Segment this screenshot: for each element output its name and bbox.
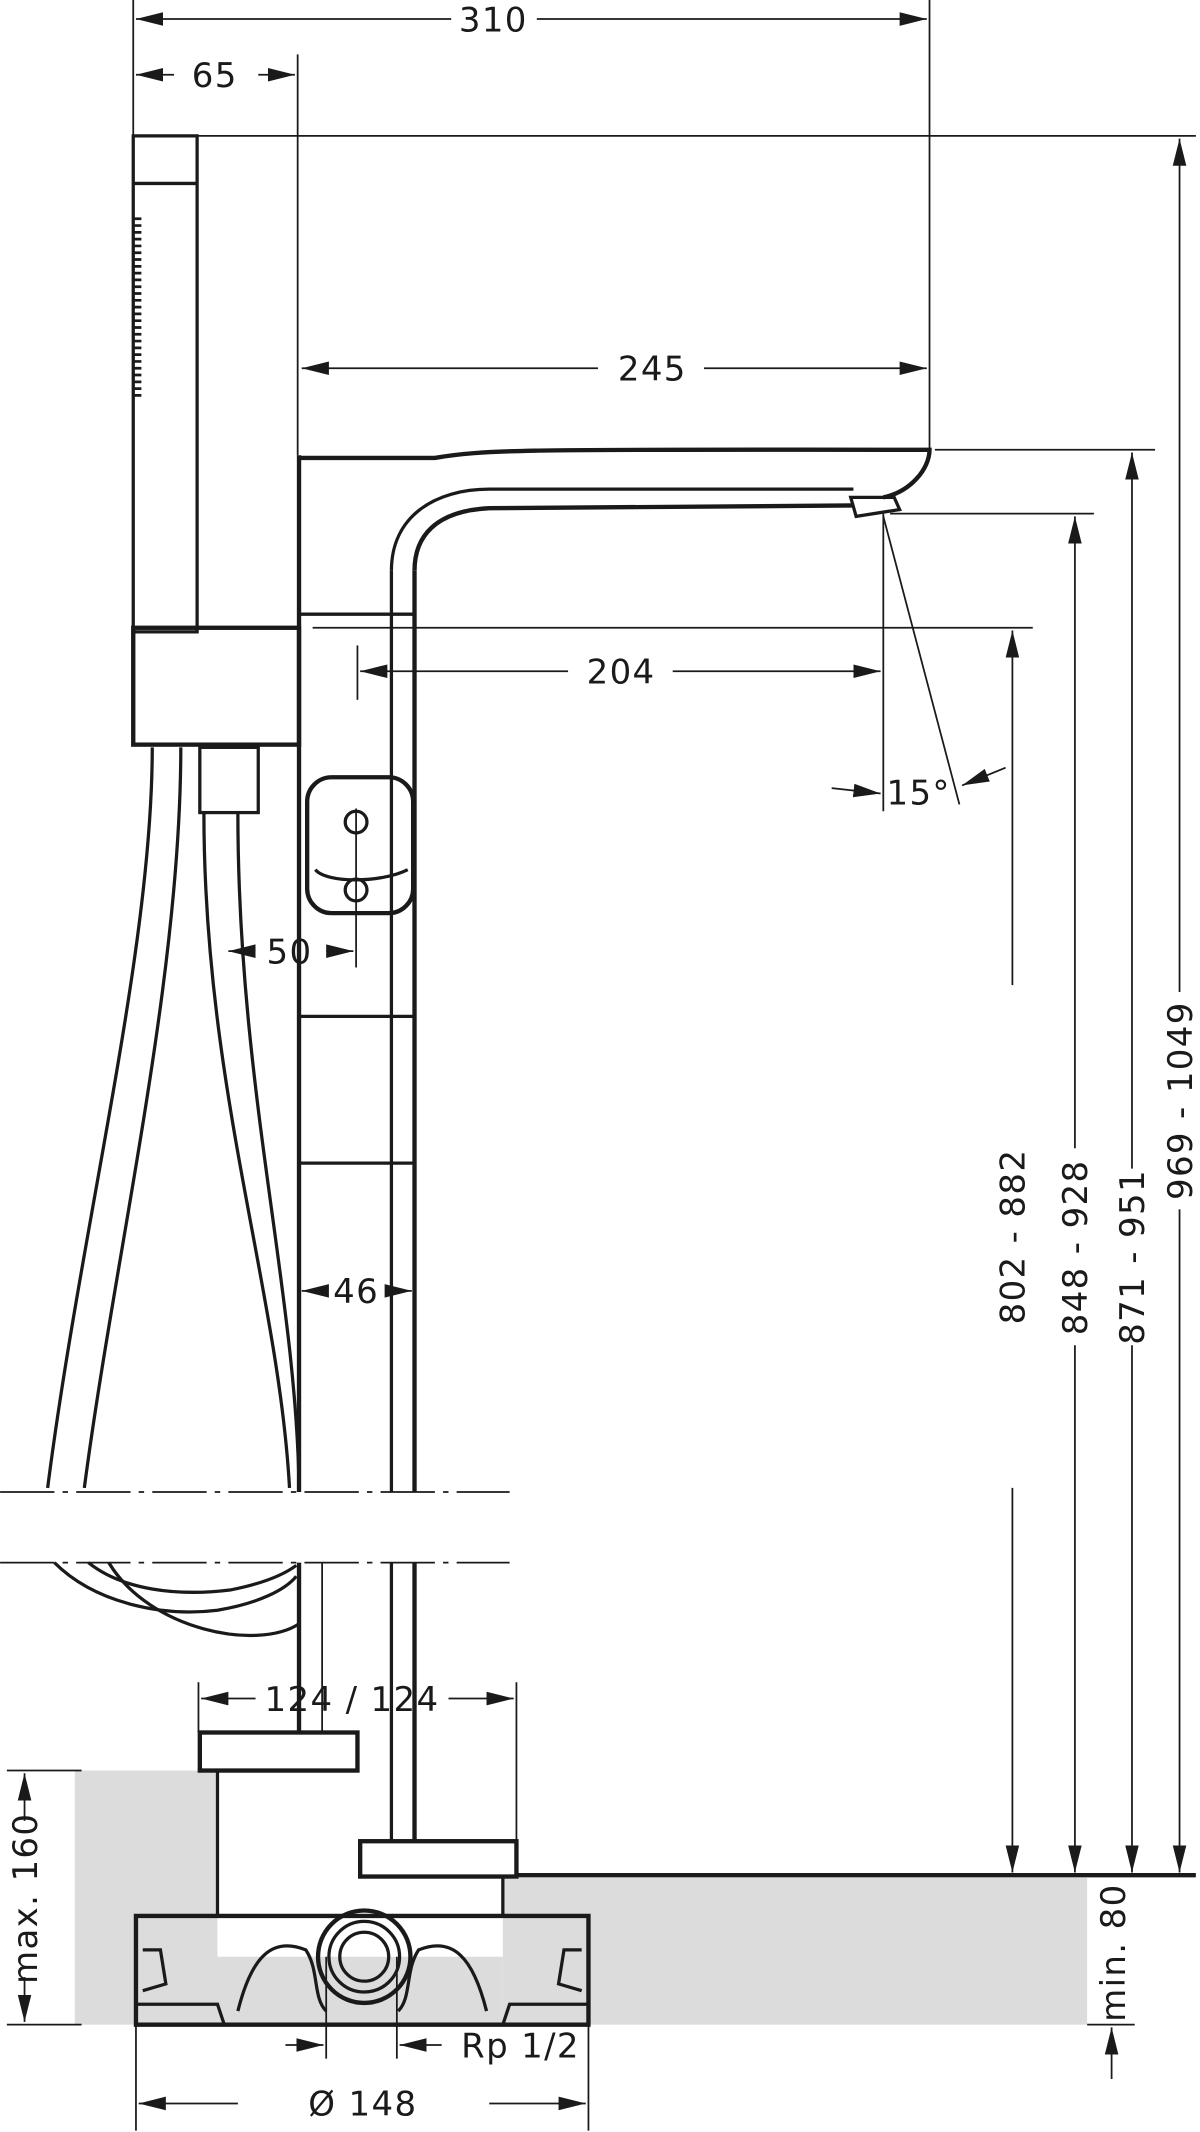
- dim-floor-max: max. 160: [6, 1813, 46, 1984]
- floor-section: [74, 1770, 1088, 2025]
- mixer-handle: [304, 775, 416, 968]
- dim-base-plate: 124 / 124: [265, 1680, 440, 1720]
- dim-height-outlet: 848 - 928: [1056, 1160, 1096, 1336]
- break-lines: [0, 1491, 510, 1564]
- shower-holder: [131, 625, 302, 815]
- dim-body-diameter: Ø 148: [308, 2085, 417, 2125]
- dim-handle-offset: 50: [267, 932, 313, 972]
- dim-thread: Rp 1/2: [461, 2026, 580, 2066]
- extension-lines: [6, 0, 1196, 2131]
- dim-outlet-reach: 204: [587, 652, 656, 692]
- dim-handshower-offset: 65: [192, 56, 238, 96]
- mixer-base: [197, 1730, 1196, 1916]
- dim-overall-width: 310: [459, 0, 528, 40]
- dim-height-total: 969 - 1049: [1161, 1001, 1200, 1200]
- dim-floor-min: min. 80: [1094, 1883, 1134, 2021]
- mixer-body: [296, 447, 932, 1842]
- dim-column-width: 46: [333, 1272, 379, 1312]
- hand-shower: [131, 134, 199, 634]
- shower-hose: [46, 747, 301, 1637]
- dim-spout-reach: 245: [618, 349, 687, 389]
- dimension-lines: [17, 12, 1187, 2111]
- dim-height-spout-top: 871 - 951: [1113, 1169, 1153, 1345]
- dim-height-outlet-lower: 802 - 882: [994, 1149, 1034, 1325]
- dim-spray-angle: 15°: [886, 773, 950, 813]
- installation-body: [133, 1908, 591, 2027]
